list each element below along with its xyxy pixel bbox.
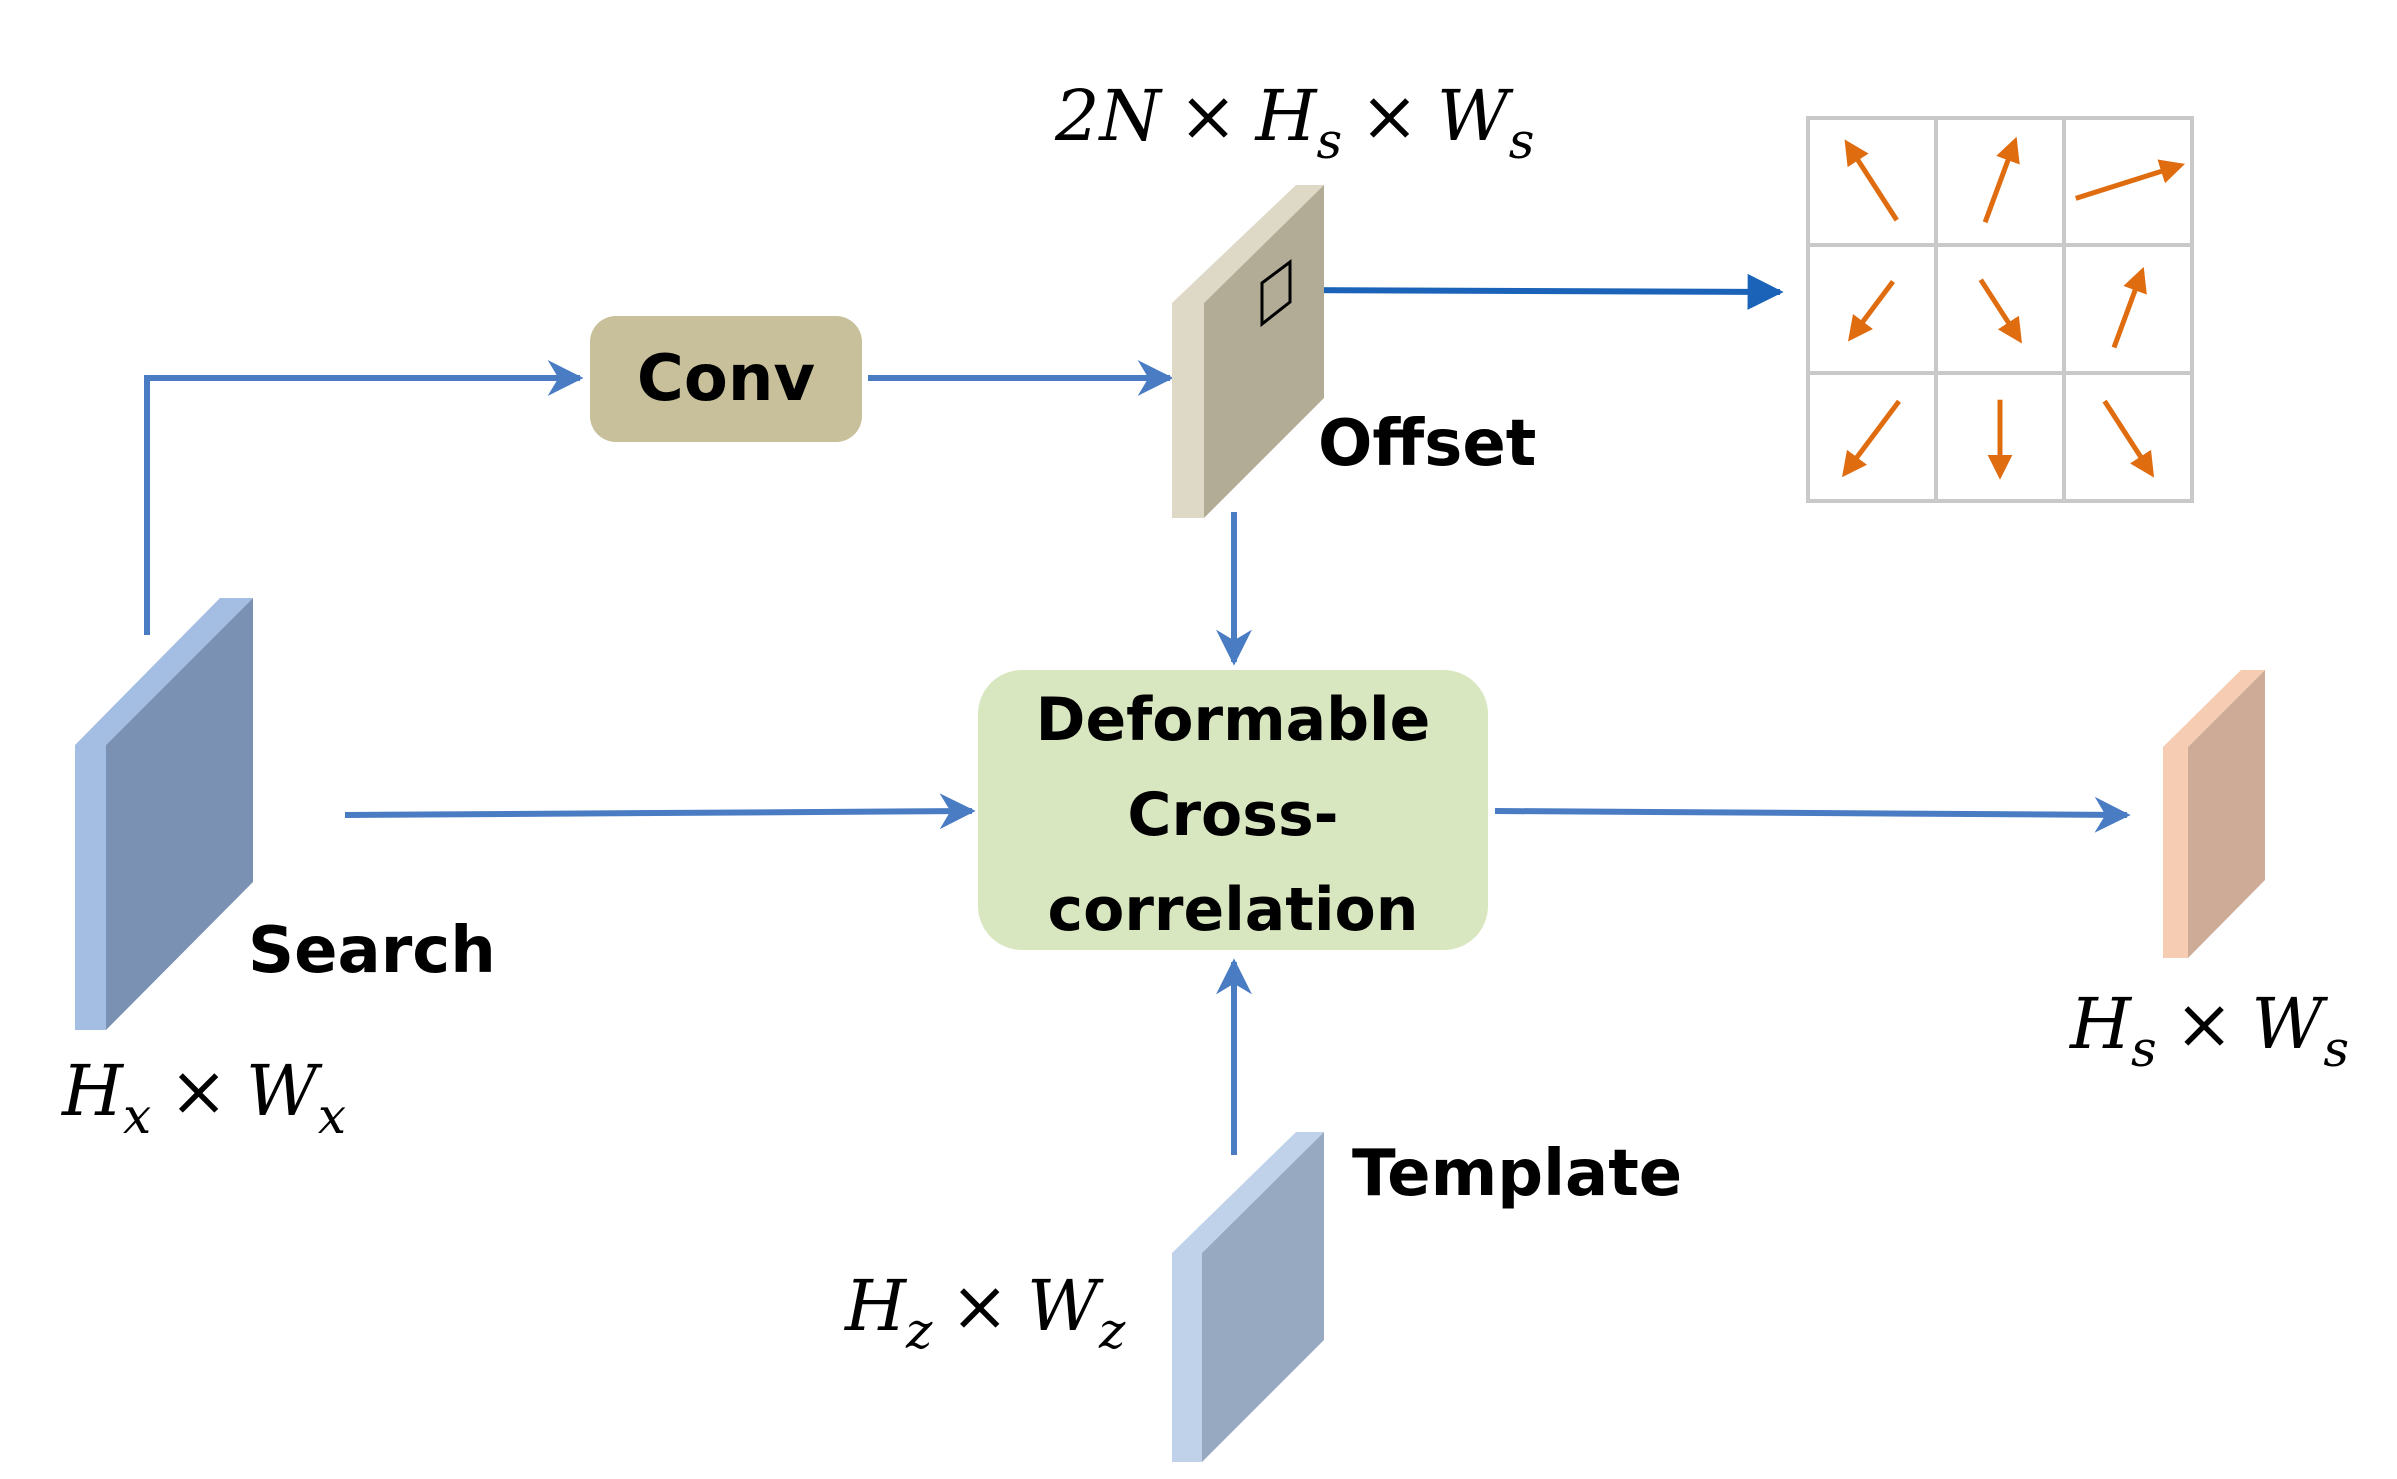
- search-feature-map: [75, 598, 253, 1030]
- dim-h: H: [1253, 75, 1318, 157]
- output-map-side: [2163, 670, 2265, 747]
- dim-w-sub: s: [2323, 1020, 2349, 1078]
- offset-arrow-up-right: [2111, 266, 2147, 349]
- offset-feature-map: [1172, 185, 1324, 518]
- dim-times: ×: [169, 1050, 228, 1132]
- dim-h-sub: s: [1317, 112, 1343, 170]
- offset-grid-arrows: [1842, 136, 2186, 480]
- dim-w: W: [1027, 1265, 1104, 1347]
- offset-arrow-down-left: [1848, 280, 1895, 342]
- search-label: Search: [248, 914, 496, 988]
- dim-h: H: [843, 1265, 908, 1347]
- conv-box: [590, 316, 862, 442]
- output-map-front: [2188, 670, 2265, 958]
- deformable-line-3: correlation: [1048, 875, 1419, 945]
- deformable-line-1: Deformable: [1036, 685, 1431, 755]
- dim-times: ×: [2175, 983, 2234, 1065]
- deformable-line-2: Cross-: [1127, 780, 1338, 850]
- conv-label: Conv: [637, 342, 815, 416]
- offset-map-left-face: [1172, 303, 1204, 518]
- dim-h-sub: z: [905, 1302, 933, 1360]
- search-map-side: [75, 598, 253, 745]
- connectors: [144, 273, 2131, 1155]
- dim-w-sub: x: [318, 1087, 346, 1145]
- output-feature-map: [2163, 670, 2265, 958]
- dim-w: W: [2251, 983, 2328, 1065]
- template-map-left-face: [1172, 1253, 1202, 1462]
- offset-dims-label: 2N×Hs×Ws: [1054, 75, 1534, 170]
- search-to-conv-arrow: [144, 360, 584, 635]
- offset-arrow-down-right: [2102, 399, 2155, 478]
- offset-map-side: [1172, 185, 1324, 303]
- offset-sample-marker: [1260, 259, 1292, 328]
- dim-h: H: [60, 1050, 125, 1132]
- search-map-front: [106, 598, 253, 1030]
- offset-arrow-up-right: [1982, 136, 2020, 224]
- deformable-box: [978, 670, 1488, 950]
- dim-w: W: [1437, 75, 1514, 157]
- search-dims-label: Hx ×Wx: [60, 1050, 346, 1145]
- conv-block: Conv: [590, 316, 862, 442]
- offset-arrow-right: [2074, 159, 2186, 201]
- offset-grid: [1806, 116, 2194, 503]
- offset-to-grid-arrow: [1279, 273, 1784, 310]
- template-feature-map: [1172, 1132, 1324, 1462]
- output-dims-label: Hs ×Ws: [2068, 983, 2349, 1078]
- offset-label: Offset: [1318, 407, 1536, 481]
- template-dims-label: Hz ×Wz: [843, 1265, 1126, 1360]
- offset-arrow-up-left: [1844, 139, 1899, 222]
- dim-w-sub: z: [1098, 1302, 1126, 1360]
- dim-times: ×: [950, 1265, 1009, 1347]
- dim-h-sub: x: [123, 1087, 151, 1145]
- dim-h-sub: s: [2131, 1020, 2157, 1078]
- dim-times: ×: [1179, 75, 1238, 157]
- dim-h: H: [2068, 983, 2133, 1065]
- search-to-deformable-arrow: [344, 793, 976, 830]
- search-map-left-face: [75, 745, 106, 1030]
- offset-arrow-down-right: [1978, 278, 2022, 344]
- offset-map-front: [1204, 185, 1324, 518]
- deformable-to-output-arrow: [1494, 796, 2131, 833]
- dim-w: W: [246, 1050, 323, 1132]
- template-label: Template: [1352, 1137, 1682, 1211]
- dim-prefix: 2N: [1054, 75, 1164, 157]
- deformable-block: Deformable Cross- correlation: [978, 670, 1488, 950]
- dim-times: ×: [1360, 75, 1419, 157]
- dim-w-sub: s: [1509, 112, 1535, 170]
- offset-arrow-down-left: [1842, 399, 1901, 478]
- template-map-front: [1202, 1132, 1324, 1462]
- template-map-side: [1172, 1132, 1324, 1253]
- output-map-left-face: [2163, 747, 2188, 958]
